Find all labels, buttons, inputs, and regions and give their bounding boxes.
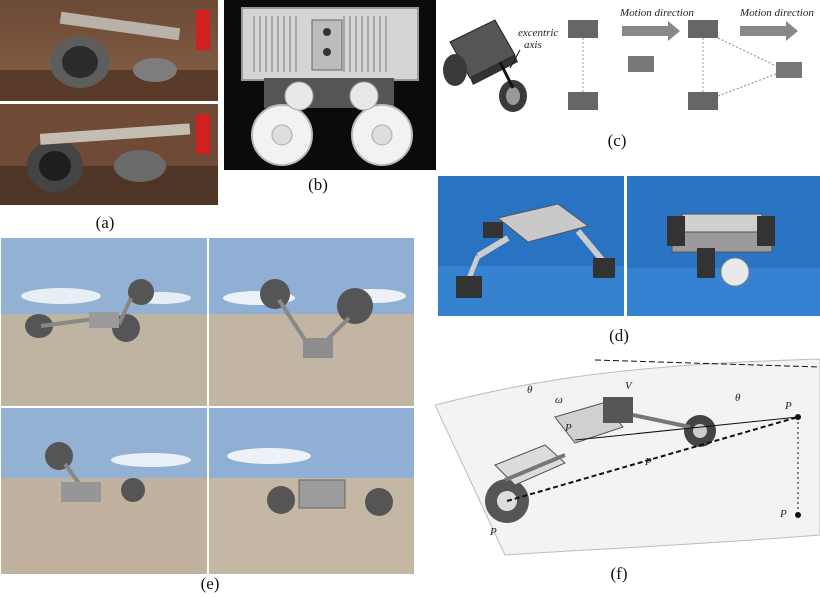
label-f-9: P [779, 508, 787, 520]
caption-c: (c) [607, 131, 627, 150]
excentric-label-2: axis [524, 39, 542, 51]
diagram-c: excentric axis Motion direction Motion d… [440, 0, 820, 130]
photo-e-bottom-right [209, 408, 414, 574]
label-f-7: P [644, 456, 652, 468]
photo-d-right [627, 176, 820, 316]
photo-e-bottom-left [1, 408, 207, 574]
label-f-6: P [784, 400, 792, 412]
photo-a-bottom [0, 104, 218, 205]
label-f-5: θ [735, 392, 741, 404]
caption-d: (d) [609, 326, 629, 345]
photo-e-top-left [1, 238, 207, 406]
excentric-label-1: excentric [518, 27, 558, 39]
label-f-3: V [625, 380, 633, 392]
caption-a: (a) [95, 213, 115, 232]
label-f-1: θ [527, 384, 533, 396]
label-f-2: ω [555, 394, 563, 406]
motion-direction-label-1: Motion direction [619, 7, 694, 19]
caption-b: (b) [308, 175, 328, 194]
label-f-8: P [489, 526, 497, 538]
photo-a-top [0, 0, 218, 101]
label-f-4: P [564, 422, 572, 434]
caption-e: (e) [200, 574, 220, 593]
photo-e-top-right [209, 238, 414, 406]
motion-direction-label-2: Motion direction [739, 7, 814, 19]
photo-d-left [438, 176, 624, 316]
photo-b [224, 0, 436, 170]
caption-f: (f) [610, 564, 628, 583]
diagram-f: θ ω V P θ P P P P [435, 345, 820, 560]
